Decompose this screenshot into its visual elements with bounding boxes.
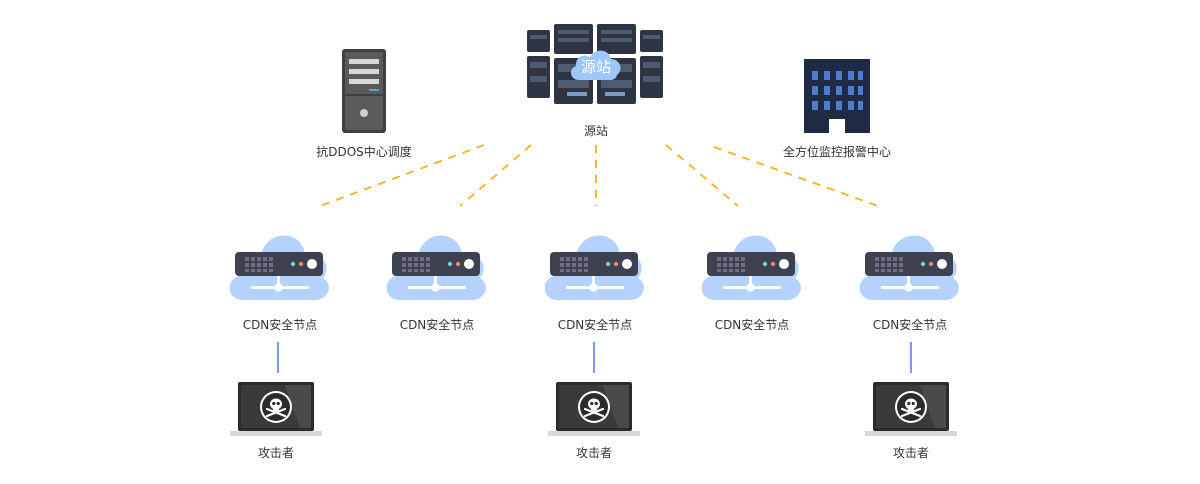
cloud-server-icon [859,235,959,300]
skull-laptop-icon [548,382,640,436]
cdn-node-label: CDN安全节点 [399,318,475,332]
skull-laptop-icon [230,382,322,436]
cdn-node-label: CDN安全节点 [242,318,318,332]
attacker-label: 攻击者 [892,446,929,460]
attacker-label: 攻击者 [575,446,612,460]
monitor-building-icon [804,59,870,133]
cdn-node [855,220,965,302]
cdn-node [382,220,492,302]
cloud-server-icon [229,235,329,300]
cdn-node [225,220,335,302]
cdn-node-label: CDN安全节点 [714,318,790,332]
cdn-node-label: CDN安全节点 [557,318,633,332]
cloud-server-icon [386,235,486,300]
monitor-label: 全方位监控报警中心 [782,145,891,159]
ddos-tower-server-icon [342,49,386,133]
ddos-label: 抗DDOS中心调度 [316,145,412,159]
attacker-label: 攻击者 [257,446,294,460]
cdn-node [697,220,807,302]
attacker-laptop [230,382,322,438]
cdn-node [540,220,650,302]
source-label: 源站 [583,124,608,138]
cdn-node-label: CDN安全节点 [872,318,948,332]
attacker-laptop [548,382,640,438]
dash-line-source-node2 [459,144,532,207]
source-cloud-text: 源站 [580,58,611,76]
cloud-server-icon [701,235,801,300]
source-cloud-icon [570,50,621,80]
cloud-server-icon [544,235,644,300]
dash-line-source-node4 [665,144,739,207]
source-server-group: 源站 [527,22,663,104]
skull-laptop-icon [865,382,957,436]
attacker-laptop [865,382,957,438]
